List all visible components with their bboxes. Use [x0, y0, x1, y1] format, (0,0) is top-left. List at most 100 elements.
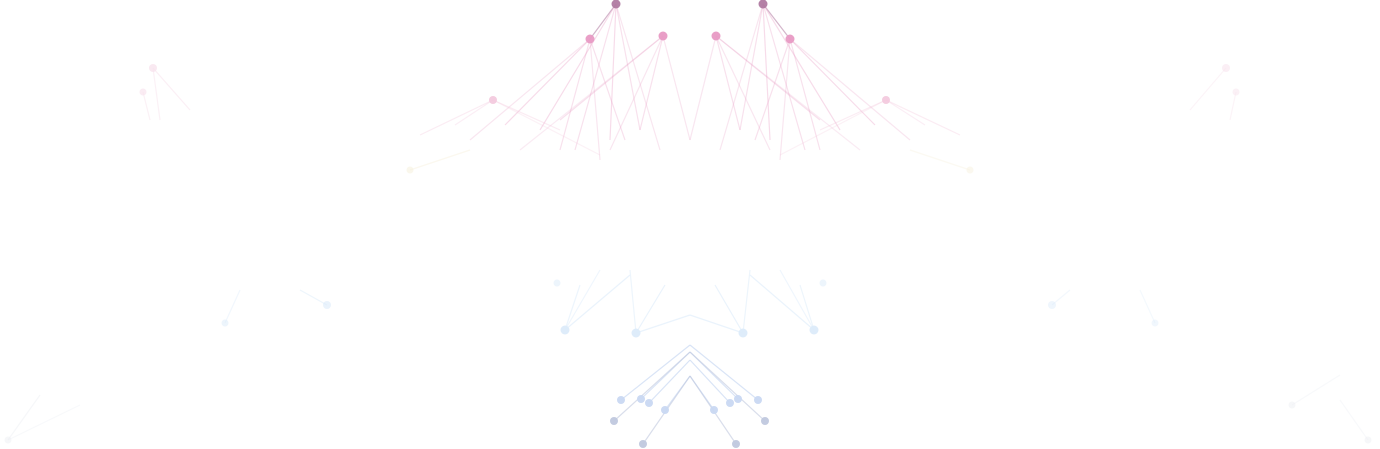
network-edge [1291, 374, 1341, 406]
network-node [658, 31, 668, 41]
network-edge [639, 35, 664, 131]
network-edge [1229, 91, 1237, 121]
network-node [149, 64, 157, 72]
network-edge [409, 149, 471, 171]
network-node [406, 166, 414, 174]
network-edge [715, 35, 861, 151]
network-node [611, 0, 621, 9]
network-edge [662, 35, 691, 141]
network-node [734, 395, 742, 403]
network-edge [689, 351, 766, 422]
network-edges [7, 3, 1369, 445]
network-edge [715, 35, 741, 131]
network-node [221, 319, 229, 327]
network-edge [1189, 67, 1227, 111]
network-node [1288, 401, 1296, 409]
network-node [738, 328, 748, 338]
network-node [553, 279, 561, 287]
network-edge [469, 38, 591, 141]
network-edge [299, 289, 328, 306]
network-edge [609, 3, 617, 141]
network-edge [152, 67, 191, 111]
network-edge [909, 149, 971, 171]
network-edge [564, 284, 581, 331]
network-node [1232, 88, 1240, 96]
network-edge [559, 38, 591, 151]
network-edge [689, 359, 731, 404]
network-edge [689, 314, 744, 334]
network-edge [789, 38, 911, 141]
network-node [819, 279, 827, 287]
network-edge [7, 394, 41, 441]
network-node [785, 34, 795, 44]
network-edge [454, 99, 494, 126]
network-edge [615, 3, 661, 151]
network-edge [762, 3, 806, 151]
network-edge [615, 3, 641, 131]
network-edge [492, 99, 561, 131]
network-edge [539, 3, 617, 131]
network-edge [742, 269, 751, 334]
network-node [585, 34, 595, 44]
network-edge [779, 269, 815, 331]
network-node [1222, 64, 1230, 72]
network-edge [564, 269, 601, 331]
network-edge [885, 99, 961, 136]
network-nodes [4, 0, 1372, 448]
network-edge [564, 274, 631, 331]
network-node [809, 325, 819, 335]
network-node [639, 440, 647, 448]
network-node [560, 325, 570, 335]
network-edge [504, 38, 591, 126]
network-node [661, 406, 669, 414]
network-node [1151, 319, 1159, 327]
network-edge [719, 3, 764, 151]
network-edge [689, 344, 759, 401]
network-edge [789, 38, 821, 151]
network-node [489, 96, 497, 104]
network-edge [589, 3, 617, 40]
network-node [1364, 436, 1372, 444]
network-node [1048, 301, 1056, 309]
network-edge [762, 3, 791, 40]
network-edge [589, 38, 601, 161]
network-edge [609, 35, 664, 151]
network-edge [762, 3, 841, 131]
network-edge [1339, 399, 1369, 441]
network-edge [559, 35, 664, 121]
network-edge [152, 67, 161, 121]
network-edge [635, 314, 691, 334]
network-edge [739, 3, 764, 131]
network-edge [142, 91, 151, 121]
network-edge [224, 289, 241, 324]
network-node [617, 396, 625, 404]
network-edge [789, 38, 876, 126]
network-edge [589, 38, 626, 141]
network-edge [648, 359, 691, 404]
network-edge [689, 35, 717, 141]
network-node [710, 406, 718, 414]
network-edge [714, 284, 744, 334]
network-edge [492, 99, 601, 156]
network-edge [419, 99, 494, 136]
network-edge [754, 38, 791, 141]
network-edge [779, 99, 887, 156]
network-node [711, 31, 721, 41]
network-edge [620, 344, 691, 401]
network-edge [762, 3, 771, 141]
network-node [882, 96, 890, 104]
network-node [754, 396, 762, 404]
network-node [610, 417, 618, 425]
network-node [645, 399, 653, 407]
network-edge [629, 269, 637, 334]
network-edge [1051, 289, 1071, 306]
network-edge [574, 3, 617, 151]
network-edge [715, 35, 821, 121]
network-edge [715, 35, 771, 151]
network-edge [7, 404, 81, 441]
network-node [966, 166, 974, 174]
network-edge [799, 284, 815, 331]
network-edge [1139, 289, 1156, 324]
network-node [758, 0, 768, 9]
